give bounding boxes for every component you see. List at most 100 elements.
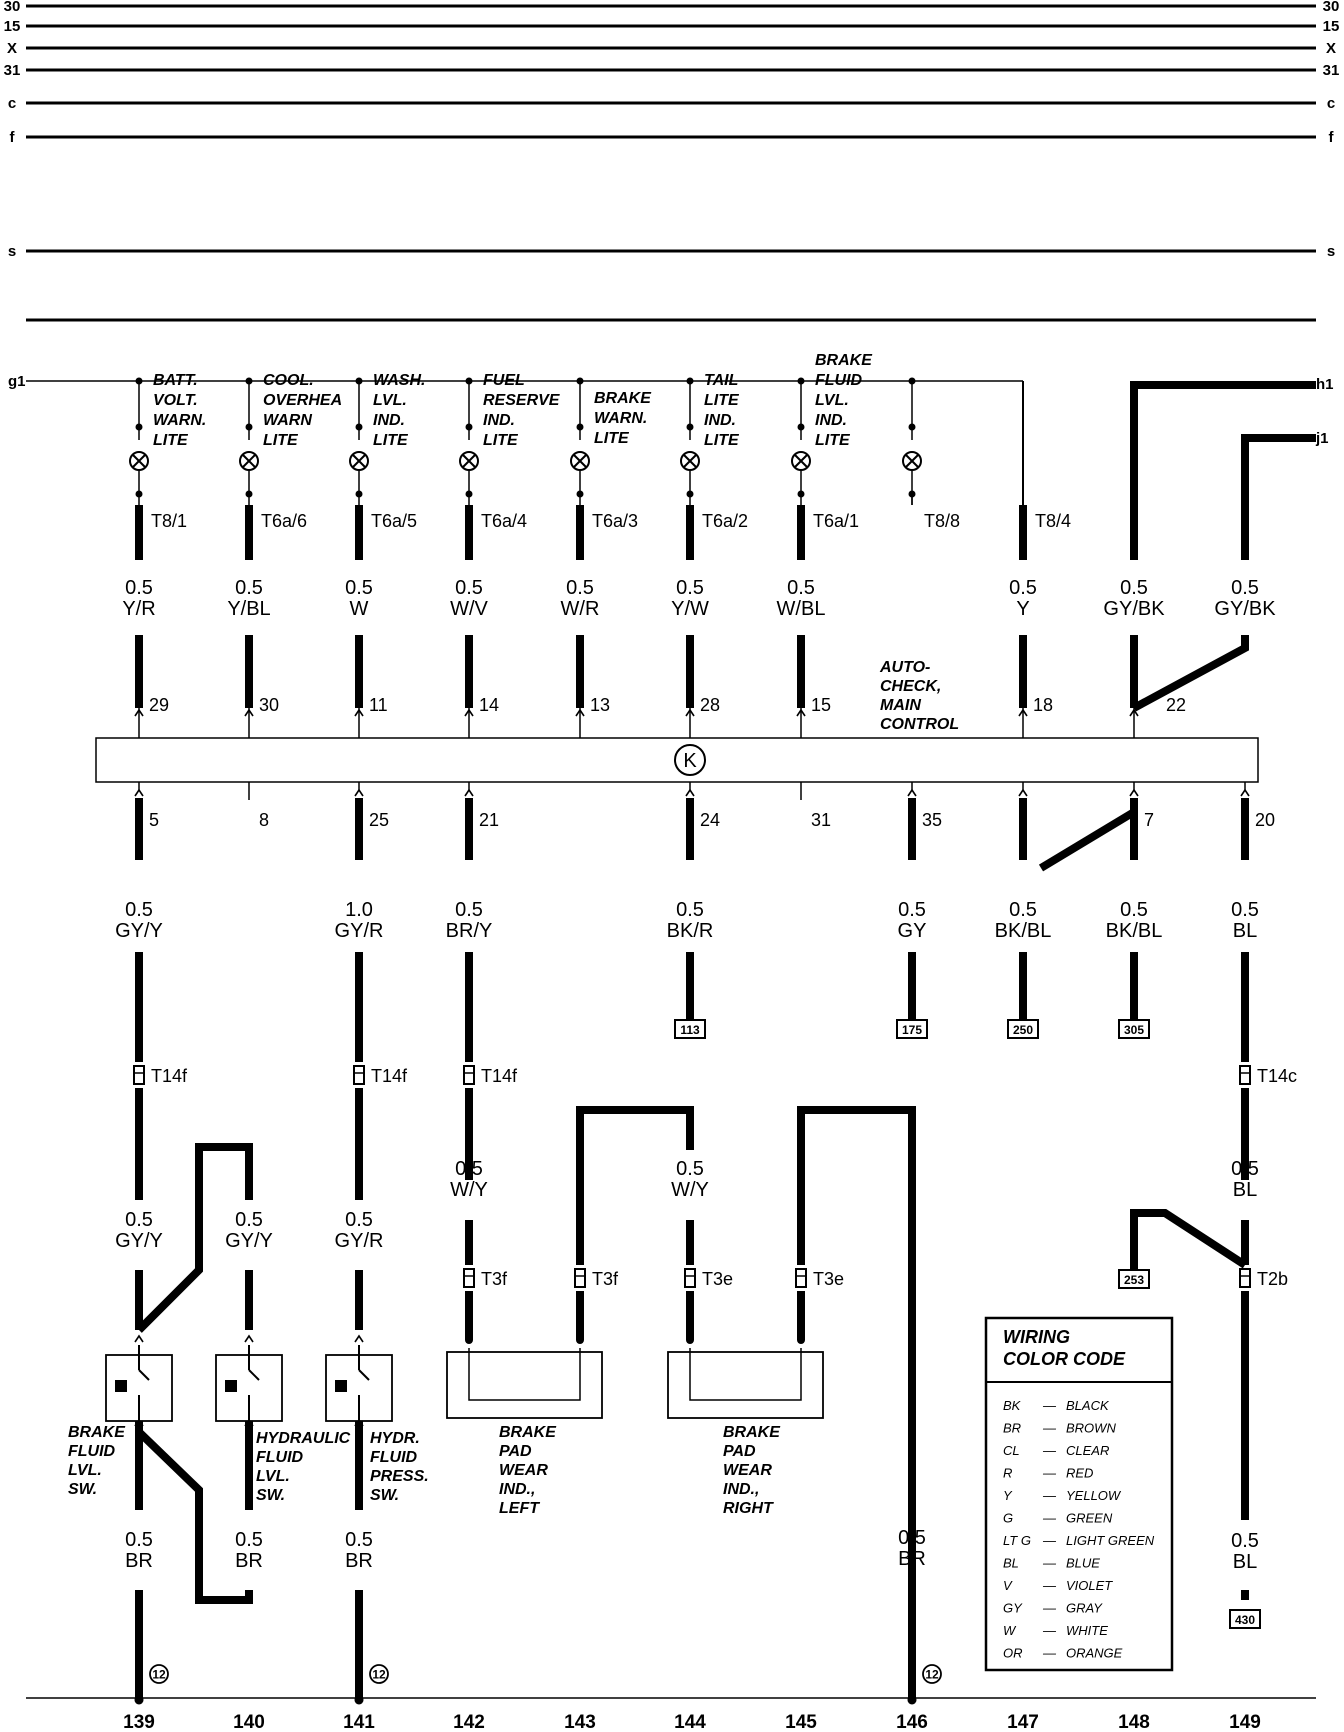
bus-label-left: 30 [4, 0, 21, 15]
legend-name: BLACK [1066, 1398, 1110, 1413]
lamp-label: BRAKE [594, 390, 652, 407]
legend-code: OR [1003, 1646, 1023, 1661]
lamp-label: OVERHEA [263, 392, 342, 409]
legend-dash: — [1042, 1578, 1057, 1593]
component-label: SW. [256, 1487, 285, 1504]
wire-gauge-label: 0.5 [898, 1527, 926, 1549]
lamp-connector-label: T6a/1 [813, 511, 859, 531]
connector-body [353, 1065, 365, 1085]
connector-body [1239, 1268, 1251, 1288]
ground-circle [149, 1664, 169, 1684]
ground-point-symbol: 12 [369, 1664, 389, 1684]
control-unit-symbol-ring [674, 744, 706, 776]
connector-body [463, 1268, 475, 1288]
wires: 0.5Y/R0.5Y/BL0.5W0.5W/V0.5W/R0.5Y/W0.5W/… [26, 381, 1316, 1705]
pin-number-bottom: 35 [922, 810, 942, 830]
lamp-label: IND. [704, 412, 736, 429]
connector-label: T3e [813, 1269, 844, 1289]
lamp-label: RESERVE [483, 392, 561, 409]
lamp-label: COOL. [263, 372, 314, 389]
legend-code: R [1003, 1466, 1012, 1481]
component-label: IND., [499, 1481, 535, 1498]
legend-dash: — [1042, 1601, 1057, 1616]
switch-contact [358, 1369, 370, 1381]
pin-arrow [1129, 788, 1139, 797]
wire-gauge-label: 0.5 [1231, 577, 1259, 599]
component-label: IND., [723, 1481, 759, 1498]
control-unit-label: MAIN [880, 697, 921, 714]
control-unit-symbol: K [683, 750, 697, 772]
junction-dot [908, 423, 916, 431]
switch-contact [248, 1369, 260, 1381]
brake-pad-loop [468, 1348, 581, 1401]
bus-label-right: c [1327, 95, 1335, 112]
lamp-symbol [129, 451, 149, 471]
legend-code: BR [1003, 1421, 1021, 1436]
lamp-label: WARN. [153, 412, 206, 429]
wire-color-label: GY/Y [115, 1230, 163, 1252]
reference-box-label: 305 [1124, 1023, 1144, 1037]
wire-color-label: BK/BL [1106, 920, 1163, 942]
junction-dot [576, 423, 584, 431]
reference-box-frame [896, 1019, 928, 1039]
pin-arrow [244, 1418, 254, 1427]
connector-label: T14c [1257, 1066, 1297, 1086]
reference-box-frame [1118, 1269, 1150, 1289]
reference-box-frame [1118, 1019, 1150, 1039]
reference-box-label: 430 [1235, 1613, 1255, 1627]
lamp-symbol [239, 451, 259, 471]
legend-dash: — [1042, 1421, 1057, 1436]
wire-gauge-label: 0.5 [1009, 899, 1037, 921]
connector-label: T3e [702, 1269, 733, 1289]
legend-title: WIRING [1003, 1327, 1070, 1347]
lamp-label: LITE [483, 432, 519, 449]
wire-gauge-label: 0.5 [455, 899, 483, 921]
connector-body [684, 1268, 696, 1288]
lamp-label: LITE [373, 432, 409, 449]
connector-body [795, 1268, 807, 1288]
lamp-label: LITE [815, 432, 851, 449]
legend-code: BK [1003, 1398, 1022, 1413]
reference-box-label: 250 [1013, 1023, 1033, 1037]
lamp-symbol [570, 451, 590, 471]
lamp-row: T8/1BATT.VOLT.WARN.LITET6a/6COOL.OVERHEA… [129, 352, 1071, 560]
lamp-connector-label: T6a/4 [481, 511, 527, 531]
connector-label: T14f [481, 1066, 518, 1086]
wire-gauge-label: 0.5 [676, 899, 704, 921]
junction-dot [465, 1336, 473, 1344]
lamp-cross [905, 454, 919, 468]
component-label: LVL. [256, 1468, 290, 1485]
pin-arrow [1240, 788, 1250, 797]
wire-gauge-label: 0.5 [235, 1209, 263, 1231]
pin-arrow [575, 708, 585, 717]
bus-label-left: c [8, 95, 16, 112]
lamp-label: TAIL [704, 372, 738, 389]
legend-code: Y [1003, 1488, 1013, 1503]
pin-number-top: 14 [479, 695, 499, 715]
legend-code: V [1003, 1578, 1013, 1593]
ground-point-symbol: 12 [149, 1664, 169, 1684]
wire-color-label: GY/Y [225, 1230, 273, 1252]
lamp-label: IND. [483, 412, 515, 429]
reference-box-label: 175 [902, 1023, 922, 1037]
pin-arrow [354, 1334, 364, 1343]
component-label: WEAR [499, 1462, 548, 1479]
pin-number-top: 18 [1033, 695, 1053, 715]
pin-arrow [907, 788, 917, 797]
pin-number-top: 15 [811, 695, 831, 715]
legend-name: RED [1066, 1466, 1093, 1481]
bus-label-left: X [7, 40, 17, 57]
column-number: 146 [896, 1712, 928, 1732]
wire-bkbl-diagonal [1038, 808, 1137, 872]
lamp-connector-label: T8/1 [151, 511, 187, 531]
pin-arrow [464, 788, 474, 797]
wire-color-label: BR [235, 1550, 263, 1572]
connector-symbol [574, 1268, 586, 1288]
reference-box: 253 [1118, 1269, 1150, 1289]
legend-dash: — [1042, 1398, 1057, 1413]
wire-gauge-label: 0.5 [345, 1529, 373, 1551]
wire-gauge-label: 0.5 [1231, 1158, 1259, 1180]
switch-pressure-icon [225, 1380, 237, 1392]
